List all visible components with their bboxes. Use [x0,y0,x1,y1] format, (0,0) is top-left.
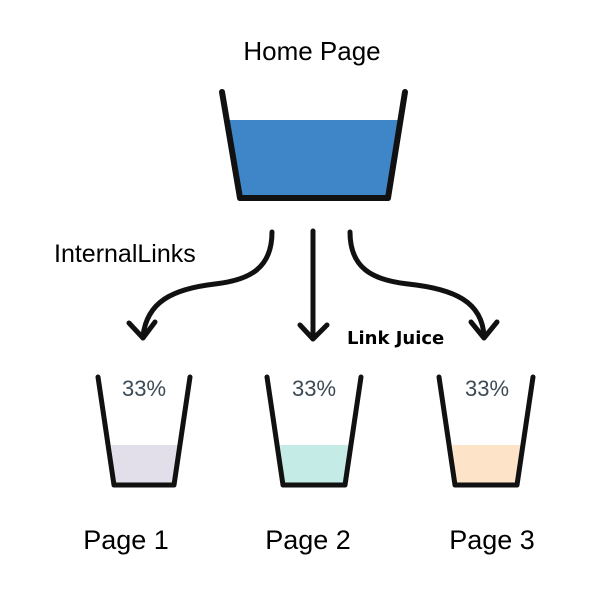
home-page-title: Home Page [243,36,381,66]
page-2-cup-water [280,445,349,483]
arrow-to-page-1 [140,229,275,339]
home-bucket [219,89,408,201]
arrowhead-page-3 [468,319,500,341]
arrowhead-page-2 [297,322,330,342]
page-2-percent: 33% [291,376,337,401]
page-3-percent: 33% [464,376,510,401]
page-3-cup-water [452,445,521,483]
page-2-cup-outline [264,374,364,488]
page-1-cup-outline [95,374,193,488]
page-1-label: Page 1 [83,525,169,555]
page-2-cup [264,374,364,488]
home-bucket-outline [219,89,408,201]
page-1-cup [95,374,193,488]
home-bucket-water [228,120,400,197]
internal-link-arrows [126,228,500,342]
link-juice-label: Link Juice [347,328,445,349]
page-3-cup [436,374,536,488]
page-2-label: Page 2 [265,525,351,555]
page-1-cup-water [111,445,178,483]
page-3-cup-outline [436,374,536,488]
page-3-label: Page 3 [449,525,535,555]
arrow-to-page-3 [347,229,487,339]
arrowhead-page-1 [126,319,158,341]
page-1-percent: 33% [121,376,167,401]
internal-links-label: InternalLinks [54,240,196,268]
